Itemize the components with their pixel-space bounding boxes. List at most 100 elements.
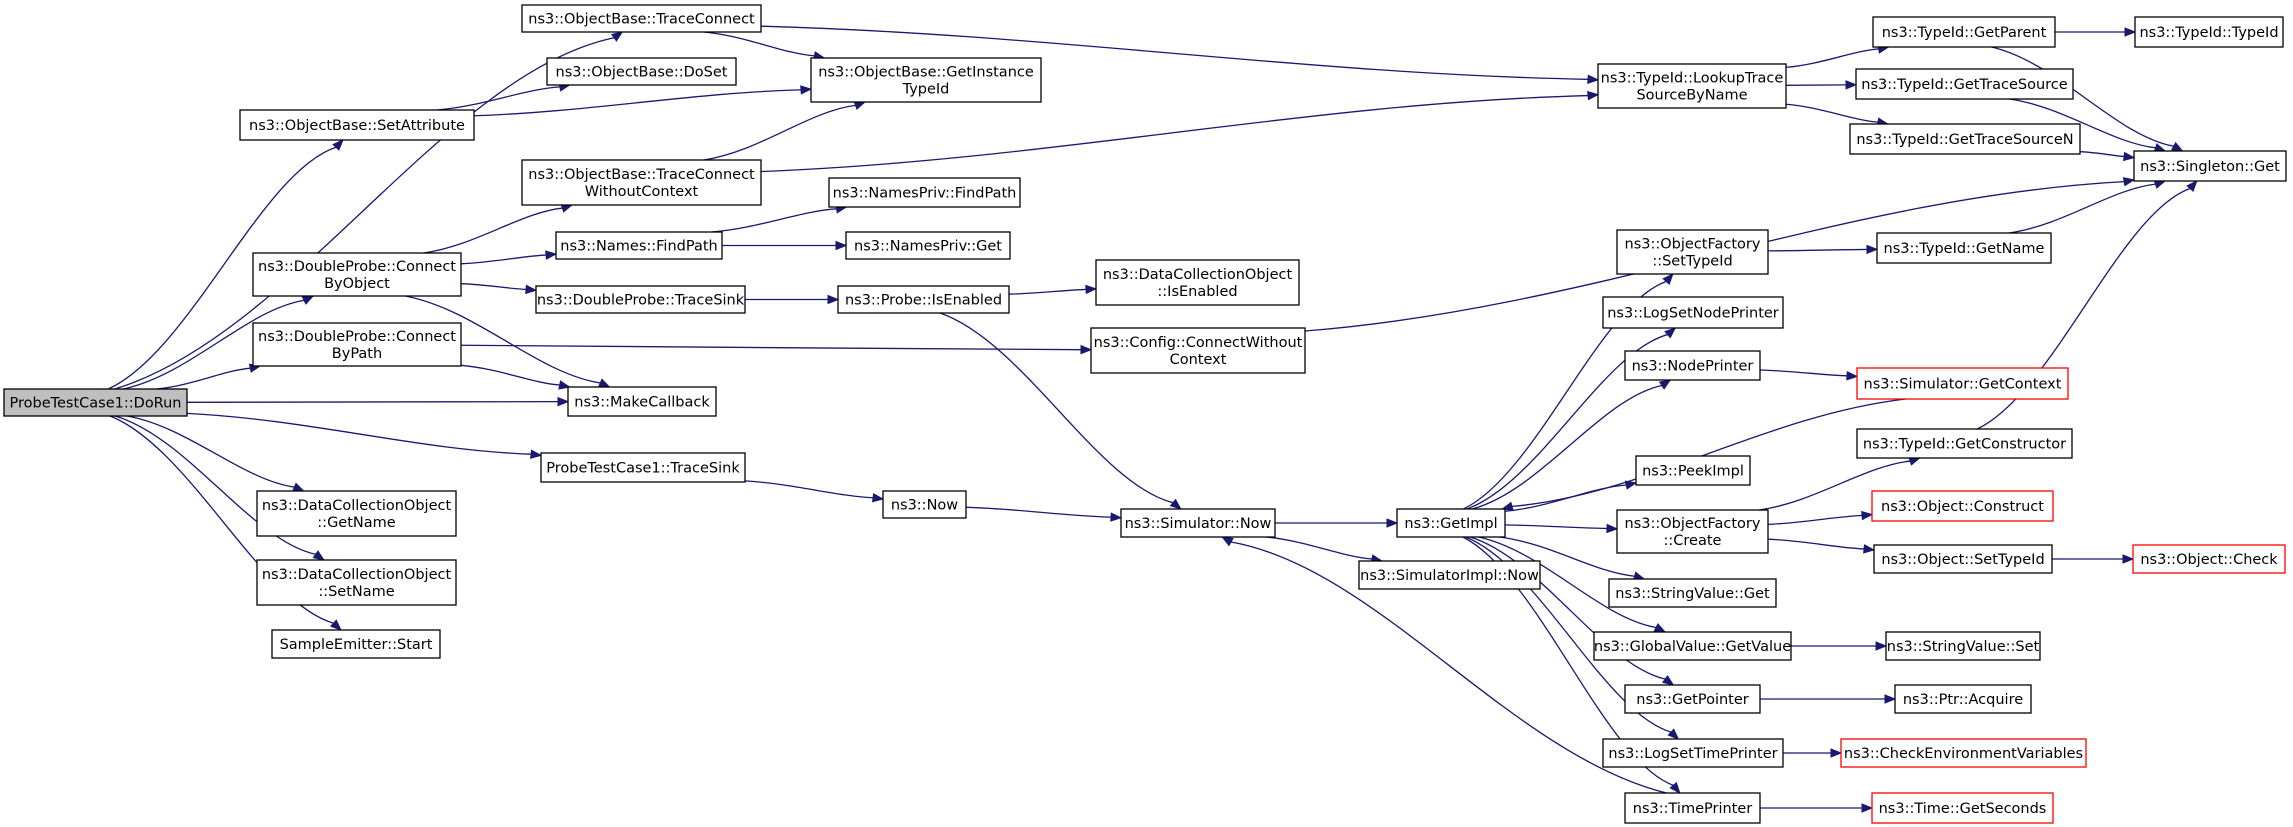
edge-line	[1472, 384, 1663, 510]
node-singleton-get[interactable]: ns3::Singleton::Get	[2133, 150, 2287, 182]
node-label: ns3::Probe::IsEnabled	[845, 293, 1002, 309]
node-timeprinter[interactable]: ns3::TimePrinter	[1624, 792, 1761, 824]
node-probe-isenabled[interactable]: ns3::Probe::IsEnabled	[837, 285, 1010, 314]
node-se-start[interactable]: SampleEmitter::Start	[271, 629, 441, 659]
node-label: ns3::TypeId::GetName	[1884, 241, 2045, 257]
node-label: ns3::LogSetNodePrinter	[1607, 306, 1779, 322]
node-tid-getname[interactable]: ns3::TypeId::GetName	[1876, 232, 2052, 264]
node-dorun[interactable]: ProbeTestCase1::DoRun	[3, 388, 188, 417]
edge-line	[744, 480, 874, 499]
edge-dorun-to-dco_getname	[127, 415, 305, 492]
edge-arrowhead	[1669, 781, 1681, 795]
node-obj-check[interactable]: ns3::Object::Check	[2132, 544, 2286, 574]
nodes-layer: ProbeTestCase1::DoRun ns3::ObjectBase::Tr…	[3, 4, 2287, 824]
node-sim-now[interactable]: ns3::Simulator::Now	[1120, 508, 1276, 538]
node-box	[1855, 68, 2074, 100]
edge-line	[1785, 48, 1879, 68]
node-sv-set[interactable]: ns3::StringValue::Set	[1885, 631, 2041, 661]
edge-arrowhead	[1662, 272, 1674, 285]
node-sim-getcontext[interactable]: ns3::Simulator::GetContext	[1856, 367, 2069, 400]
node-nodeprinter[interactable]: ns3::NodePrinter	[1624, 350, 1761, 381]
edge-arrowhead	[1861, 803, 1874, 813]
edge-tid_gettracesource-to-singleton_get	[2009, 98, 2167, 153]
node-ptc-tracesink[interactable]: ProbeTestCase1::TraceSink	[540, 452, 746, 483]
edge-arrowhead	[1866, 244, 1879, 255]
edge-of_settypeid-to-tid_getname	[1767, 244, 1879, 255]
node-label: ns3::TypeId::TypeId	[2139, 25, 2278, 41]
node-ob-doset[interactable]: ns3::ObjectBase::DoSet	[546, 57, 737, 86]
edge-arrowhead	[1845, 80, 1858, 90]
node-box	[521, 4, 762, 33]
node-dp-tracesink[interactable]: ns3::DoubleProbe::TraceSink	[535, 285, 746, 314]
edge-line	[423, 207, 563, 254]
node-np-findpath[interactable]: ns3::NamesPriv::FindPath	[828, 177, 1021, 208]
node-label: ns3::CheckEnvironmentVariables	[1844, 746, 2083, 762]
node-tid-gettracesource[interactable]: ns3::TypeId::GetTraceSource	[1855, 68, 2074, 100]
edge-probe_isenabled-to-dco_isenabled	[1008, 284, 1098, 295]
node-dco-setname[interactable]: ns3::DataCollectionObject::SetName	[256, 559, 457, 606]
edge-arrowhead	[2122, 177, 2136, 187]
node-tid-typeid[interactable]: ns3::TypeId::TypeId	[2134, 16, 2284, 48]
node-label: ns3::StringValue::Get	[1615, 586, 1770, 602]
node-label: Context	[1170, 352, 1227, 368]
node-obj-settypeid[interactable]: ns3::Object::SetTypeId	[1873, 544, 2053, 574]
edge-arrowhead	[1501, 501, 1514, 511]
node-dco-getname[interactable]: ns3::DataCollectionObject::GetName	[256, 490, 457, 537]
node-getimpl[interactable]: ns3::GetImpl	[1396, 508, 1506, 538]
node-box	[3, 388, 188, 417]
node-simimpl-now[interactable]: ns3::SimulatorImpl::Now	[1358, 560, 1541, 590]
node-ob-traceconnect[interactable]: ns3::ObjectBase::TraceConnect	[521, 4, 762, 33]
edge-line	[107, 146, 337, 390]
node-peekimpl[interactable]: ns3::PeekImpl	[1635, 455, 1751, 486]
node-label: ns3::Object::Check	[2140, 552, 2278, 568]
node-obj-construct[interactable]: ns3::Object::Construct	[1871, 490, 2054, 522]
edge-arrowhead	[1606, 523, 1619, 534]
node-gv-getvalue[interactable]: ns3::GlobalValue::GetValue	[1593, 631, 1792, 661]
node-box	[1602, 738, 1784, 768]
node-label: ns3::GlobalValue::GetValue	[1594, 639, 1791, 655]
node-ptr-acquire[interactable]: ns3::Ptr::Acquire	[1894, 684, 2032, 714]
node-ns3-now[interactable]: ns3::Now	[882, 490, 967, 519]
edge-timeprinter-to-sim_now	[1221, 536, 1667, 794]
node-label: ns3::TypeId::LookupTrace	[1601, 71, 1784, 87]
node-box	[882, 490, 967, 519]
edge-line	[114, 415, 316, 555]
node-box	[1616, 509, 1769, 554]
node-of-create[interactable]: ns3::ObjectFactory::Create	[1616, 509, 1769, 554]
node-box	[256, 490, 457, 537]
node-tid-getparent[interactable]: ns3::TypeId::GetParent	[1872, 16, 2056, 48]
node-box	[546, 57, 737, 86]
node-getpointer[interactable]: ns3::GetPointer	[1624, 684, 1761, 714]
node-of-settypeid[interactable]: ns3::ObjectFactory::SetTypeId	[1616, 229, 1769, 275]
edge-line	[1767, 248, 1868, 252]
node-ob-setattr[interactable]: ns3::ObjectBase::SetAttribute	[239, 109, 475, 141]
node-checkenv[interactable]: ns3::CheckEnvironmentVariables	[1840, 738, 2087, 768]
node-tid-gettracesourcen[interactable]: ns3::TypeId::GetTraceSourceN	[1849, 123, 2081, 155]
edge-names_findpath-to-np_findpath	[711, 204, 848, 233]
node-names-findpath[interactable]: ns3::Names::FindPath	[555, 231, 723, 260]
node-label: ns3::ObjectFactory	[1625, 516, 1761, 532]
node-ob-tcwc[interactable]: ns3::ObjectBase::TraceConnectWithoutCont…	[521, 159, 762, 206]
node-label: ProbeTestCase1::TraceSink	[546, 461, 740, 477]
edge-arrowhead	[1624, 480, 1638, 490]
edge-names_findpath-to-np_get	[721, 240, 848, 251]
node-np-get[interactable]: ns3::NamesPriv::Get	[845, 231, 1011, 260]
node-time-getseconds[interactable]: ns3::Time::GetSeconds	[1871, 792, 2054, 824]
node-tid-getconstructor[interactable]: ns3::TypeId::GetConstructor	[1856, 428, 2073, 459]
node-logsetnodeprinter[interactable]: ns3::LogSetNodePrinter	[1602, 296, 1784, 329]
node-sv-get[interactable]: ns3::StringValue::Get	[1608, 578, 1777, 608]
node-label: ::Create	[1664, 533, 1722, 549]
node-logsettimeprinter[interactable]: ns3::LogSetTimePrinter	[1602, 738, 1784, 768]
edge-line	[1230, 541, 1667, 794]
node-box	[1095, 259, 1300, 306]
node-label: ns3::Simulator::Now	[1125, 516, 1272, 532]
edge-line	[1470, 536, 1666, 680]
node-makecallback[interactable]: ns3::MakeCallback	[567, 386, 717, 417]
node-dco-isenabled[interactable]: ns3::DataCollectionObject::IsEnabled	[1095, 259, 1300, 306]
